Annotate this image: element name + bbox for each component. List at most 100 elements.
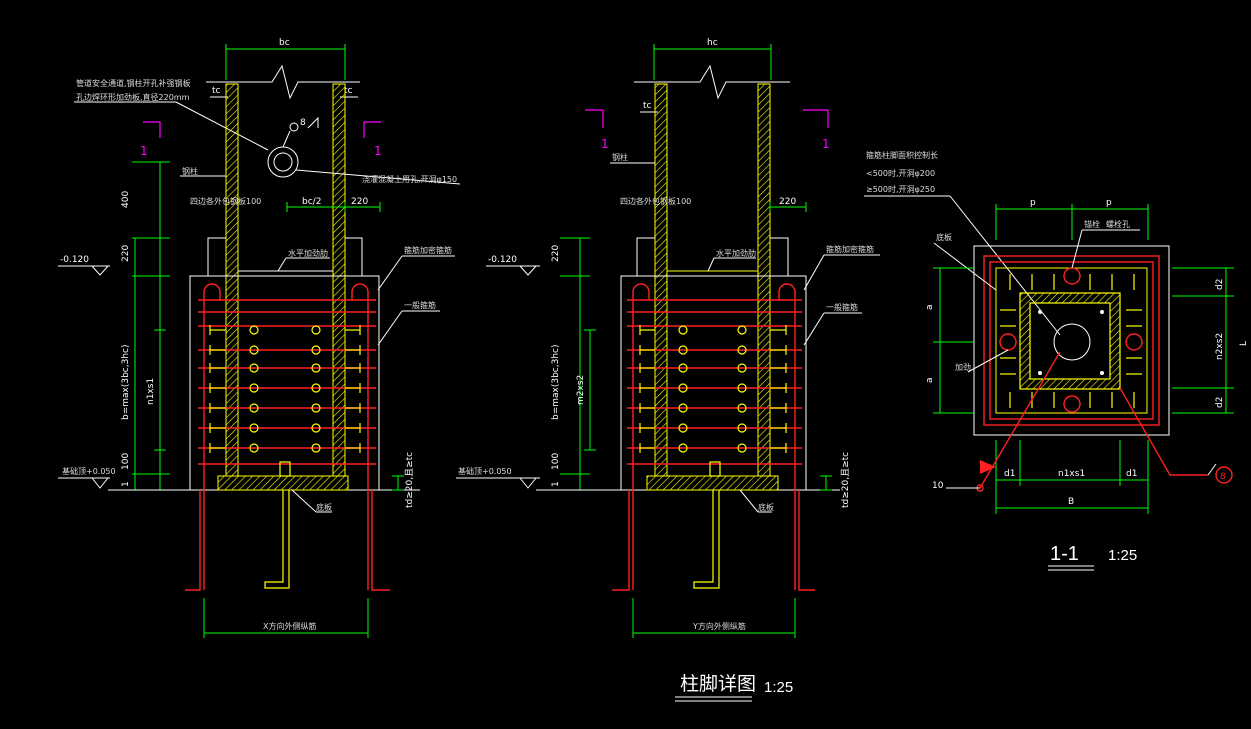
dim-220-vertical: 220: [121, 245, 131, 262]
section-1-1: 箍筋柱脚面积控制长 <500时,开洞φ200 ≥500时,开洞φ250 p p: [864, 150, 1249, 571]
section-base-plate: [995, 267, 1148, 414]
dim-n1-section: n1xs1: [1058, 469, 1085, 479]
stud-label-r: 四边各外包钢板100: [620, 196, 691, 206]
dim-220-top-r: 220: [779, 197, 796, 207]
dim-220-top: 220: [351, 197, 368, 207]
dim-p-1: p: [1030, 198, 1036, 208]
elevation-top-r: -0.120: [488, 255, 517, 265]
dim-d1-b: d1: [1126, 469, 1137, 479]
concrete-encasement: [189, 275, 380, 491]
top-dim-hc: hc: [707, 38, 718, 48]
base-plate: [217, 475, 349, 491]
column-wall-right: [332, 83, 346, 477]
stud-label: 四边各外包钢板100: [190, 196, 261, 206]
stirrup-outer: [983, 255, 1160, 426]
tc-left: tc: [212, 86, 221, 96]
dim-1: 1: [121, 481, 131, 487]
dim-td-r: td≥20,且≥tc: [840, 452, 851, 508]
anchor-bolt-r: [693, 461, 721, 589]
concrete-encasement-r: [620, 275, 807, 491]
dim-400: 400: [121, 191, 131, 208]
dim-m2: m2xs2: [576, 375, 586, 405]
pipe-hole: [267, 146, 299, 178]
section-scale: 1:25: [1108, 547, 1137, 564]
section-mark-right: 1: [374, 144, 382, 158]
callout-8-leader: [1119, 387, 1208, 476]
base-plate-label: 底板: [316, 502, 332, 512]
anchor-bolt: [264, 461, 291, 589]
drawing-title-block: 柱脚详图 1:25: [675, 673, 793, 702]
label-dense-stirrup-r: 箍筋加密箍筋: [826, 244, 874, 254]
grout-hole-note: 浇灌混凝土用孔,开洞φ150: [362, 174, 457, 184]
dim-n1: n1xs1: [146, 378, 156, 405]
note-top-2: 孔边焊环形加劲板,直径220mm: [76, 92, 190, 102]
drawing-title: 柱脚详图: [680, 673, 756, 695]
tc-right: tc: [344, 86, 353, 96]
anchor-bolts-section: [999, 267, 1143, 413]
bottom-dim-y: Y方向外侧纵筋: [692, 621, 746, 631]
grout-hole: [1053, 323, 1091, 361]
label-stirrup-r: 一般箍筋: [826, 302, 858, 312]
section-note-3: ≥500时,开洞φ250: [866, 184, 935, 194]
left-elevation: bc tc tc 管道安全通道,钢柱开孔补强钢板 孔边焊环形加劲板,直径220m…: [58, 38, 461, 638]
label-hole: 螺栓孔: [1106, 219, 1130, 229]
base-plate-r: [646, 475, 779, 491]
studs-left: [209, 325, 361, 453]
right-elevation: hc tc 1 1 钢柱 四边各外包钢板100 220 220 b=max(3b…: [456, 38, 880, 638]
dim-p-2: p: [1106, 198, 1112, 208]
label-rib: 加劲: [955, 362, 971, 372]
drawing-scale: 1:25: [764, 679, 793, 696]
label-stiffener-r: 水平加劲肋: [716, 248, 756, 258]
column-wall-right-r: [757, 83, 771, 477]
dim-L: L: [1239, 341, 1249, 346]
elevation-bottom: 基础顶+0.050: [62, 466, 116, 476]
column-wall-left: [225, 83, 239, 477]
label-stirrup: 一般箍筋: [404, 300, 436, 310]
dim-td: td≥20,且≥tc: [404, 452, 415, 508]
pedestal-outline: [973, 245, 1170, 436]
callout-10-leader: [979, 351, 1061, 489]
section-note-1: 箍筋柱脚面积控制长: [866, 150, 938, 160]
bottom-dim-x: X方向外侧纵筋: [263, 621, 316, 631]
section-mark-right-r: 1: [822, 137, 830, 151]
steel-column-label: 钢柱: [182, 166, 198, 176]
section-note-2: <500时,开洞φ200: [866, 168, 935, 178]
dim-bc2: bc/2: [302, 197, 321, 207]
dim-100-r: 100: [551, 453, 561, 470]
dim-a-1: a: [925, 304, 935, 310]
dim-1-r: 1: [551, 481, 561, 487]
dim-d1-a: d1: [1004, 469, 1015, 479]
hole-number: 8: [300, 118, 306, 128]
top-dim-bc: bc: [279, 38, 290, 48]
steel-column-label-r: 钢柱: [612, 152, 628, 162]
dim-B: B: [1068, 497, 1074, 507]
elevation-bottom-r: 基础顶+0.050: [458, 466, 512, 476]
dim-220-vertical-r: 220: [551, 245, 561, 262]
rebars-section: [1000, 274, 1142, 408]
corner-marks: [1038, 310, 1104, 375]
column-box-outer: [1019, 292, 1121, 390]
note-top-1: 管道安全通道,钢柱开孔补强钢板: [76, 78, 191, 88]
label-anchor: 锚栓: [1084, 219, 1100, 229]
rebar-hooks-left: [185, 283, 390, 591]
dim-b-r: b=max(3bc,3hc): [551, 344, 561, 420]
studs-right: [639, 325, 787, 453]
section-mark-left: 1: [140, 144, 148, 158]
column-wall-left-r: [654, 83, 668, 477]
dim-b: b=max(3bc,3hc): [121, 344, 131, 420]
label-baseplate: 底板: [936, 232, 952, 242]
callout-8: 8: [1220, 472, 1226, 482]
section-title: 1-1: [1050, 543, 1079, 565]
label-dense-stirrup: 箍筋加密箍筋: [404, 245, 452, 255]
stirrup-inner: [989, 261, 1154, 420]
base-plate-label-r: 底板: [758, 502, 774, 512]
section-mark-left-r: 1: [601, 137, 609, 151]
label-stiffener: 水平加劲肋: [288, 248, 328, 258]
dim-n2: n2xs2: [1215, 333, 1225, 360]
dim-100: 100: [121, 453, 131, 470]
column-box-inner: [1029, 302, 1111, 380]
callout-10: 10: [932, 481, 944, 491]
dim-d2-a: d2: [1215, 279, 1225, 290]
elevation-top: -0.120: [60, 255, 89, 265]
